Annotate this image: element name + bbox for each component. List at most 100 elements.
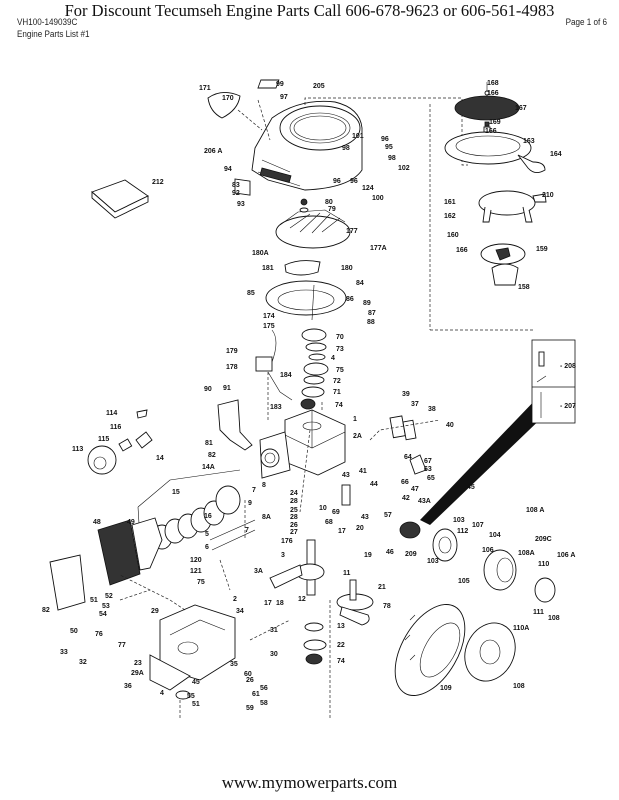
camshaft-gear <box>336 579 374 626</box>
part-callout-177: 177 <box>346 228 358 235</box>
part-callout-87: 87 <box>368 310 376 317</box>
part-callout-96: 96 <box>350 178 358 185</box>
recoil-starter <box>444 82 546 173</box>
part-callout-161: 161 <box>444 199 456 206</box>
part-callout-6: 6 <box>205 544 209 551</box>
blower-housing <box>251 100 363 191</box>
part-callout-86: 86 <box>346 296 354 303</box>
part-callout-51: 51 <box>192 701 200 708</box>
part-callout-115: 115 <box>98 436 109 443</box>
starter-cup <box>478 190 547 286</box>
part-callout-33: 33 <box>60 649 68 656</box>
engine-block <box>259 409 346 479</box>
part-callout-94: 94 <box>224 166 232 173</box>
primer-178 <box>255 356 273 372</box>
part-callout-74: 74 <box>337 658 345 665</box>
part-callout-13: 13 <box>337 623 345 630</box>
part-callout-2a: 2A <box>353 433 362 440</box>
ignition-module <box>284 260 321 276</box>
part-callout-39: 39 <box>402 391 410 398</box>
part-callout-20: 20 <box>356 525 364 532</box>
part-callout-58: 58 <box>260 700 268 707</box>
part-callout-45: 45 <box>192 679 200 686</box>
part-callout-24: 24 <box>290 490 298 497</box>
part-callout-88: 88 <box>367 319 375 326</box>
inset-callout-208: - 208 <box>560 363 576 370</box>
wheel-hub-110a <box>464 622 516 682</box>
part-callout-41: 41 <box>359 468 367 475</box>
decal-206a <box>234 178 251 196</box>
part-callout-75: 75 <box>336 367 344 374</box>
part-callout-68: 68 <box>325 519 333 526</box>
part-callout-29: 29 <box>151 608 159 615</box>
part-callout-180a: 180A <box>252 250 269 257</box>
part-callout-7: 7 <box>252 487 256 494</box>
part-callout-55: 55 <box>187 693 195 700</box>
part-callout-19: 19 <box>364 552 372 559</box>
part-callout-114: 114 <box>106 410 117 417</box>
part-callout-43a: 43A <box>418 498 431 505</box>
part-callout-49: 49 <box>127 519 135 526</box>
part-callout-163: 163 <box>523 138 535 145</box>
part-callout-109: 109 <box>440 685 452 692</box>
part-callout-66: 66 <box>401 479 409 486</box>
part-callout-50: 50 <box>70 628 78 635</box>
part-callout-158: 158 <box>518 284 530 291</box>
part-callout-17: 17 <box>338 528 346 535</box>
part-callout-5: 5 <box>205 531 209 538</box>
part-callout-90: 90 <box>204 386 212 393</box>
part-callout-47: 47 <box>411 486 419 493</box>
part-callout-36: 36 <box>124 683 132 690</box>
pulley-108a <box>483 549 556 603</box>
part-callout-8: 8 <box>262 482 266 489</box>
part-callout-54: 54 <box>99 611 107 618</box>
part-callout-64: 64 <box>404 454 412 461</box>
part-callout-209: 209 <box>405 551 417 558</box>
part-callout-176: 176 <box>281 538 293 545</box>
crankshaft <box>269 539 327 665</box>
carburetor-stack <box>300 328 329 410</box>
bracket-91 <box>217 399 253 451</box>
part-callout-81: 81 <box>205 440 213 447</box>
part-callout-28: 28 <box>290 498 298 505</box>
parts-kit-212 <box>91 179 149 219</box>
part-callout-105: 105 <box>458 578 470 585</box>
part-callout-18: 18 <box>276 600 284 607</box>
part-callout-101: 101 <box>352 133 364 140</box>
part-callout-164: 164 <box>550 151 562 158</box>
valves <box>209 519 256 551</box>
part-callout-27: 27 <box>290 529 298 536</box>
footer-url[interactable]: www.mymowerparts.com <box>221 773 398 792</box>
part-callout-59: 59 <box>246 705 254 712</box>
part-callout-75: 75 <box>197 579 205 586</box>
part-callout-26: 26 <box>246 677 254 684</box>
decal-205 <box>257 79 280 89</box>
part-callout-159: 159 <box>536 246 548 253</box>
part-callout-43: 43 <box>342 472 350 479</box>
part-callout-167: 167 <box>515 105 527 112</box>
part-callout-108: 108 <box>513 683 525 690</box>
part-callout-79: 79 <box>328 206 336 213</box>
part-callout-23: 23 <box>134 660 142 667</box>
part-callout-12: 12 <box>298 596 306 603</box>
part-callout-212: 212 <box>152 179 164 186</box>
part-callout-121: 121 <box>190 568 202 575</box>
part-callout-57: 57 <box>384 512 392 519</box>
wheel-109 <box>394 604 466 696</box>
part-callout-29a: 29A <box>131 670 144 677</box>
part-callout-166: 166 <box>456 247 468 254</box>
part-callout-46: 46 <box>386 549 394 556</box>
part-callout-38: 38 <box>428 406 436 413</box>
part-callout-110: 110 <box>538 561 549 568</box>
part-callout-108a: 108A <box>518 550 535 557</box>
part-callout-72: 72 <box>333 378 341 385</box>
part-callout-25: 25 <box>290 507 298 514</box>
part-callout-89: 89 <box>363 300 371 307</box>
part-callout-96: 96 <box>333 178 341 185</box>
part-callout-100: 100 <box>372 195 384 202</box>
part-callout-16: 16 <box>204 513 212 520</box>
part-callout-183: 183 <box>270 404 282 411</box>
part-callout-174: 174 <box>263 313 275 320</box>
part-callout-61: 61 <box>252 691 260 698</box>
